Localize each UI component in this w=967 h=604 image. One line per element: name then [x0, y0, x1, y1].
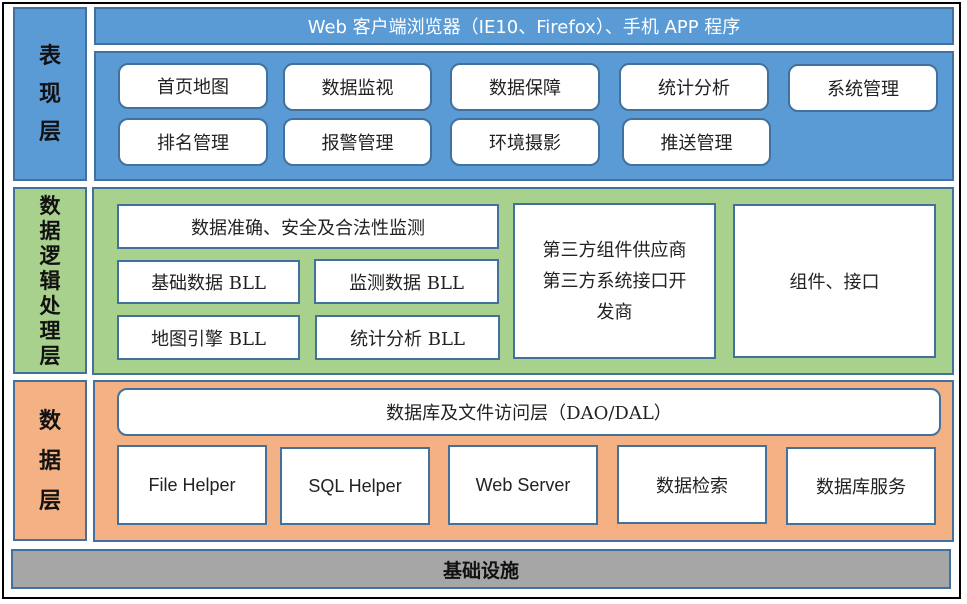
module-label: 数据保障 — [489, 78, 561, 99]
service-file-helper: File Helper — [117, 445, 267, 525]
module-label: 环境摄影 — [489, 133, 561, 154]
label-char: 现 — [38, 81, 61, 107]
module-label: 推送管理 — [660, 133, 733, 154]
label-char: 数 — [38, 407, 61, 434]
box-label-line: 第三方组件供应商 — [542, 239, 687, 261]
label-char: 层 — [38, 487, 61, 514]
module-system-management: 系统管理 — [788, 64, 938, 112]
module-label: 排名管理 — [157, 133, 229, 154]
label-char: 逻 — [39, 243, 61, 268]
bll-monitor-data: 监测数据 BLL — [314, 259, 499, 304]
box-label: File Helper — [148, 474, 236, 495]
label-char: 数 — [39, 193, 61, 218]
module-label: 数据监视 — [321, 78, 394, 99]
module-label: 统计分析 — [658, 78, 730, 99]
data-layer-label: 数 据 层 — [13, 380, 87, 541]
infrastructure-bar: 基础设施 — [11, 549, 951, 589]
module-data-assurance: 数据保障 — [450, 63, 600, 111]
data-validation-monitor: 数据准确、安全及合法性监测 — [117, 204, 499, 249]
box-label: 基础数据 BLL — [151, 273, 266, 294]
box-label-line: 第三方系统接口开 — [542, 270, 687, 292]
label-char: 层 — [38, 119, 61, 145]
label-char: 据 — [38, 447, 61, 474]
label-char: 理 — [39, 318, 61, 343]
module-alarm-management: 报警管理 — [283, 118, 432, 166]
data-access-layer: 数据库及文件访问层（DAO/DAL） — [117, 388, 941, 436]
module-environment-photo: 环境摄影 — [450, 118, 600, 166]
label-char: 据 — [39, 218, 61, 243]
box-label: 数据库服务 — [816, 477, 906, 498]
third-party-vendors: 第三方组件供应商 第三方系统接口开 发商 — [513, 203, 716, 359]
box-label: 监测数据 BLL — [349, 272, 464, 294]
infrastructure-label: 基础设施 — [442, 559, 519, 582]
components-interfaces: 组件、接口 — [733, 204, 936, 358]
module-push-management: 推送管理 — [622, 118, 771, 166]
service-web-server: Web Server — [448, 445, 598, 525]
box-label-line: 发商 — [596, 301, 633, 323]
box-label: 数据准确、安全及合法性监测 — [191, 217, 425, 239]
module-label: 首页地图 — [157, 77, 229, 98]
box-label: 组件、接口 — [789, 272, 880, 293]
service-data-retrieval: 数据检索 — [617, 445, 767, 524]
label-char: 处 — [39, 293, 61, 318]
box-label: 统计分析 BLL — [350, 328, 465, 350]
module-data-monitor: 数据监视 — [283, 63, 432, 111]
presentation-layer-label: 表 现 层 — [13, 7, 87, 181]
box-label: 数据检索 — [656, 475, 728, 497]
bll-statistics: 统计分析 BLL — [315, 315, 500, 360]
client-header-bar: Web 客户端浏览器（IE10、Firefox）、手机 APP 程序 — [94, 7, 954, 45]
module-label: 报警管理 — [321, 133, 394, 154]
box-label: SQL Helper — [308, 475, 402, 496]
bll-basic-data: 基础数据 BLL — [117, 260, 300, 304]
service-sql-helper: SQL Helper — [280, 447, 430, 525]
box-label: 地图引擎 BLL — [151, 328, 266, 350]
label-char: 层 — [39, 343, 61, 368]
logic-layer-label: 数 据 逻 辑 处 理 层 — [13, 187, 87, 374]
module-ranking-management: 排名管理 — [118, 118, 268, 166]
service-database: 数据库服务 — [786, 447, 936, 525]
client-header-text: Web 客户端浏览器（IE10、Firefox）、手机 APP 程序 — [307, 17, 741, 38]
label-char: 辑 — [39, 268, 61, 293]
box-label: Web Server — [475, 474, 571, 495]
module-statistics: 统计分析 — [619, 63, 769, 111]
module-label: 系统管理 — [827, 79, 899, 100]
box-label: 数据库及文件访问层（DAO/DAL） — [386, 403, 672, 424]
label-char: 表 — [38, 43, 61, 69]
bll-map-engine: 地图引擎 BLL — [117, 315, 300, 360]
module-home-map: 首页地图 — [118, 63, 268, 109]
